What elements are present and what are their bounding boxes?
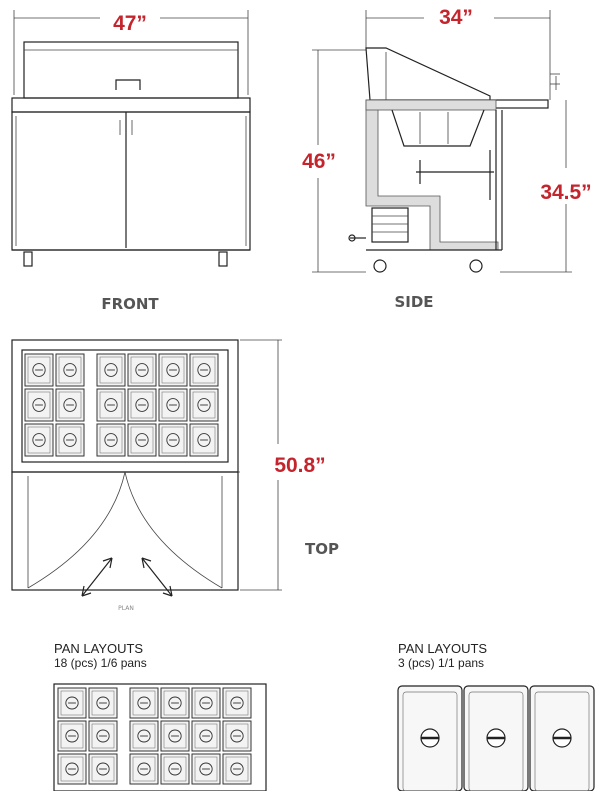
pan-layout-2-subtitle: 3 (pcs) 1/1 pans bbox=[398, 656, 484, 670]
full-pan bbox=[397, 685, 463, 791]
pan-layout-full: PAN LAYOUTS 3 (pcs) 1/1 pans bbox=[397, 641, 595, 791]
full-pan bbox=[529, 685, 595, 791]
sixth-pan bbox=[88, 720, 118, 752]
full-pan bbox=[463, 685, 529, 791]
sixth-pan bbox=[55, 388, 85, 422]
front-width-dimension: 47” bbox=[113, 12, 147, 35]
sixth-pan bbox=[222, 687, 252, 719]
sixth-pan bbox=[158, 388, 188, 422]
cutting-board bbox=[489, 99, 549, 109]
front-right-caster bbox=[218, 251, 228, 267]
side-height-dimension: 46” bbox=[302, 150, 336, 173]
sixth-pan bbox=[96, 388, 126, 422]
left-door-arrow bbox=[81, 557, 113, 597]
sixth-pan bbox=[57, 720, 87, 752]
side-depth-dimension: 34” bbox=[439, 6, 473, 29]
side-rear-caster bbox=[469, 259, 483, 273]
sixth-pan bbox=[189, 423, 219, 457]
top-label: TOP bbox=[305, 540, 339, 558]
sixth-pan bbox=[24, 423, 54, 457]
sixth-pan bbox=[88, 753, 118, 785]
sixth-pan bbox=[191, 687, 221, 719]
side-label: SIDE bbox=[394, 293, 433, 311]
sixth-pan bbox=[222, 720, 252, 752]
sloped-lid bbox=[365, 47, 491, 101]
top-depth-dimension: 50.8” bbox=[274, 454, 325, 477]
compressor-unit bbox=[371, 207, 409, 243]
sixth-pan bbox=[158, 353, 188, 387]
sixth-pan bbox=[158, 423, 188, 457]
pan-layout-1-subtitle: 18 (pcs) 1/6 pans bbox=[54, 656, 147, 670]
sixth-pan bbox=[57, 753, 87, 785]
sixth-pan bbox=[55, 423, 85, 457]
right-door-arrow bbox=[141, 557, 173, 597]
front-view: 47” FRONT bbox=[11, 10, 251, 313]
front-left-caster bbox=[23, 251, 33, 267]
sixth-pan bbox=[191, 720, 221, 752]
sixth-pan bbox=[24, 353, 54, 387]
sixth-pan bbox=[129, 720, 159, 752]
sixth-pan bbox=[127, 423, 157, 457]
side-view: 34” 46” 34.5” bbox=[302, 6, 592, 311]
sixth-pan bbox=[96, 423, 126, 457]
sixth-pan bbox=[24, 388, 54, 422]
lid-handle bbox=[115, 79, 141, 90]
sixth-pan bbox=[55, 353, 85, 387]
pan-layout-1-grid bbox=[57, 687, 252, 785]
side-work-height-dimension: 34.5” bbox=[540, 181, 591, 204]
plan-caption: PLAN bbox=[118, 605, 134, 612]
sixth-pan bbox=[127, 388, 157, 422]
pan-layout-2-title: PAN LAYOUTS bbox=[398, 641, 487, 656]
sixth-pan bbox=[129, 753, 159, 785]
sixth-pan bbox=[88, 687, 118, 719]
sixth-pan bbox=[160, 720, 190, 752]
sixth-pan bbox=[191, 753, 221, 785]
sixth-pan bbox=[127, 353, 157, 387]
pan-layout-sixth: PAN LAYOUTS 18 (pcs) 1/6 pans bbox=[53, 641, 267, 791]
side-front-caster bbox=[373, 259, 387, 273]
sixth-pan bbox=[222, 753, 252, 785]
top-view: 50.8” TOP PLAN bbox=[11, 339, 339, 612]
sixth-pan bbox=[57, 687, 87, 719]
sixth-pan bbox=[160, 687, 190, 719]
front-label: FRONT bbox=[101, 295, 159, 313]
sixth-pan bbox=[189, 353, 219, 387]
sixth-pan bbox=[96, 353, 126, 387]
sixth-pan bbox=[160, 753, 190, 785]
sixth-pan bbox=[189, 388, 219, 422]
pan-layout-1-title: PAN LAYOUTS bbox=[54, 641, 143, 656]
sixth-pan bbox=[129, 687, 159, 719]
top-pan-grid bbox=[24, 353, 219, 457]
pan-layout-2-grid bbox=[397, 685, 595, 791]
